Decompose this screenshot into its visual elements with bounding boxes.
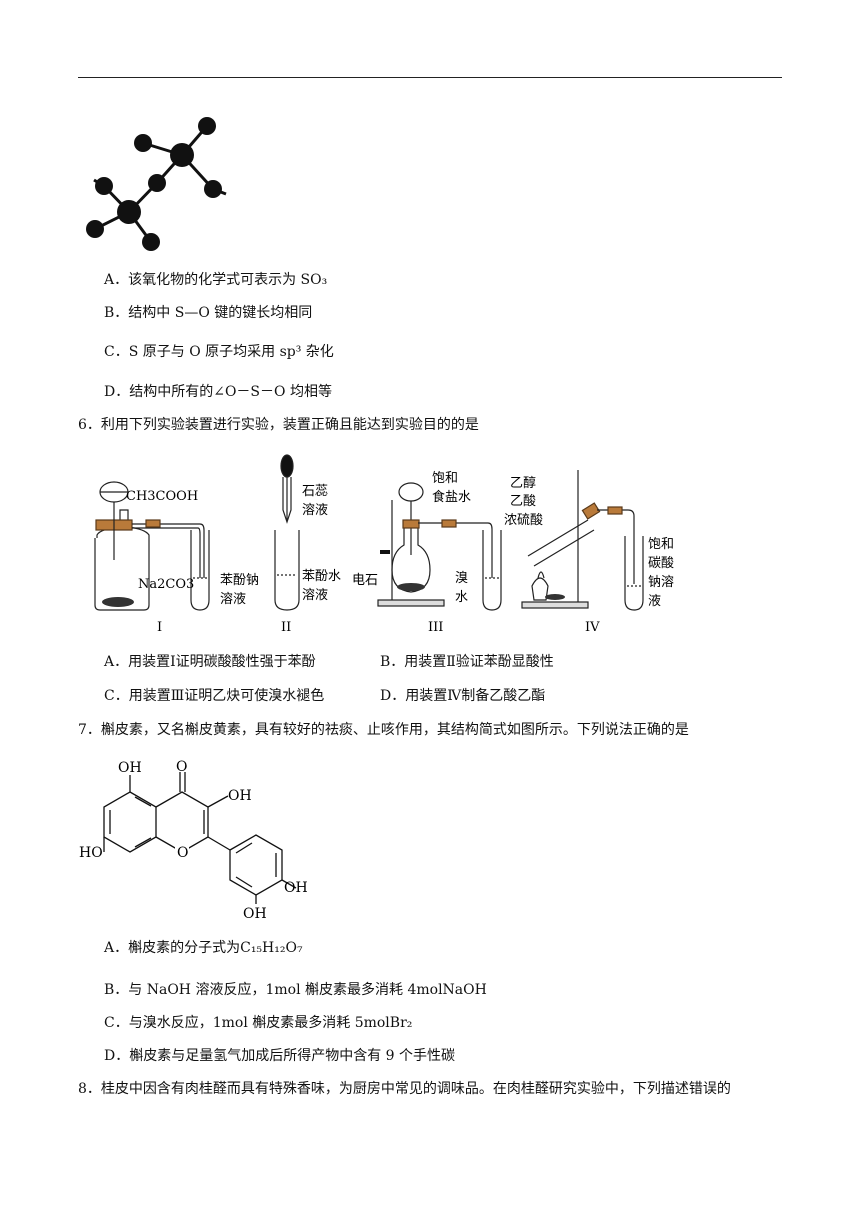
q5-option-d: D．结构中所有的∠O－S－O 均相等 bbox=[104, 384, 332, 400]
q6-stem: 6．利用下列实验装置进行实验，装置正确且能达到实验目的的是 bbox=[78, 417, 479, 433]
label-iii-tube-2: 水 bbox=[455, 590, 468, 605]
label-ii-dropper-2: 溶液 bbox=[302, 503, 328, 518]
label-i-tube-2: 溶液 bbox=[220, 592, 246, 607]
q7-option-d: D．槲皮素与足量氢气加成后所得产物中含有 9 个手性碳 bbox=[104, 1048, 456, 1064]
label-iii-roman: III bbox=[428, 620, 443, 635]
label-iii-flask: 电石 bbox=[352, 573, 378, 588]
label-iv-tube-4: 液 bbox=[648, 594, 661, 609]
q7-stem: 7．槲皮素，又名槲皮黄素，具有较好的祛痰、止咳作用，其结构简式如图所示。下列说法… bbox=[78, 722, 689, 738]
q6-option-b: B．用装置Ⅱ验证苯酚显酸性 bbox=[380, 654, 554, 670]
label-ii-tube-1: 苯酚水 bbox=[302, 569, 341, 584]
q6-option-d: D．用装置Ⅳ制备乙酸乙酯 bbox=[380, 688, 546, 704]
label-i-tube-1: 苯酚钠 bbox=[220, 573, 259, 588]
struct-ho-left: HO bbox=[79, 845, 103, 861]
q7-option-c: C．与溴水反应，1mol 槲皮素最多消耗 5molBr₂ bbox=[104, 1015, 413, 1031]
label-i-roman: I bbox=[157, 620, 162, 635]
q6-option-a: A．用装置Ⅰ证明碳酸酸性强于苯酚 bbox=[104, 654, 316, 670]
quercetin-structure: OH O OH HO O OH OH bbox=[79, 759, 308, 922]
q5-option-c: C．S 原子与 O 原子均采用 sp³ 杂化 bbox=[104, 344, 334, 360]
label-iv-reagent-2: 乙酸 bbox=[510, 494, 536, 509]
label-iii-funnel-1: 饱和 bbox=[432, 471, 458, 486]
q7-option-a: A．槲皮素的分子式为C₁₅H₁₂O₇ bbox=[104, 940, 303, 956]
label-iii-funnel-2: 食盐水 bbox=[432, 489, 471, 505]
q8-stem: 8．桂皮中因含有肉桂醛而具有特殊香味，为厨房中常见的调味品。在肉桂醛研究实验中，… bbox=[78, 1081, 731, 1097]
label-iv-reagent-3: 浓硫酸 bbox=[504, 513, 543, 528]
struct-o-ring: O bbox=[177, 845, 188, 861]
label-i-funnel: CH3COOH bbox=[126, 489, 198, 504]
struct-oh-right: OH bbox=[228, 788, 252, 804]
q6-option-c: C．用装置Ⅲ证明乙炔可使溴水褪色 bbox=[104, 688, 325, 704]
label-iv-tube-2: 碳酸 bbox=[648, 556, 674, 571]
struct-oh-top: OH bbox=[118, 760, 142, 776]
label-iv-tube-1: 饱和 bbox=[648, 537, 674, 552]
label-iv-roman: IV bbox=[585, 620, 600, 635]
label-iv-reagent-1: 乙醇 bbox=[510, 475, 536, 491]
label-ii-dropper-1: 石蕊 bbox=[302, 484, 328, 499]
q6-apparatus-figure: CH3COOH Na2CO3 苯酚钠 溶液 I 石蕊 溶液 苯酚水 溶液 II … bbox=[94, 454, 674, 635]
label-i-flask: Na2CO3 bbox=[138, 577, 194, 592]
struct-oh-phenyl-2: OH bbox=[243, 906, 267, 922]
so3-trimer-figure bbox=[86, 117, 227, 251]
q5-option-b: B．结构中 S—O 键的键长均相同 bbox=[104, 305, 313, 321]
struct-oh-phenyl-1: OH bbox=[284, 880, 308, 896]
header-rule bbox=[78, 77, 782, 78]
label-ii-roman: II bbox=[281, 620, 291, 635]
struct-o-carbonyl: O bbox=[176, 759, 187, 775]
label-iv-tube-3: 钠溶 bbox=[648, 575, 674, 590]
q7-option-b: B．与 NaOH 溶液反应，1mol 槲皮素最多消耗 4molNaOH bbox=[104, 982, 487, 998]
label-ii-tube-2: 溶液 bbox=[302, 588, 328, 603]
label-iii-tube-1: 溴 bbox=[455, 571, 468, 586]
q5-option-a: A．该氧化物的化学式可表示为 SO₃ bbox=[104, 272, 328, 288]
